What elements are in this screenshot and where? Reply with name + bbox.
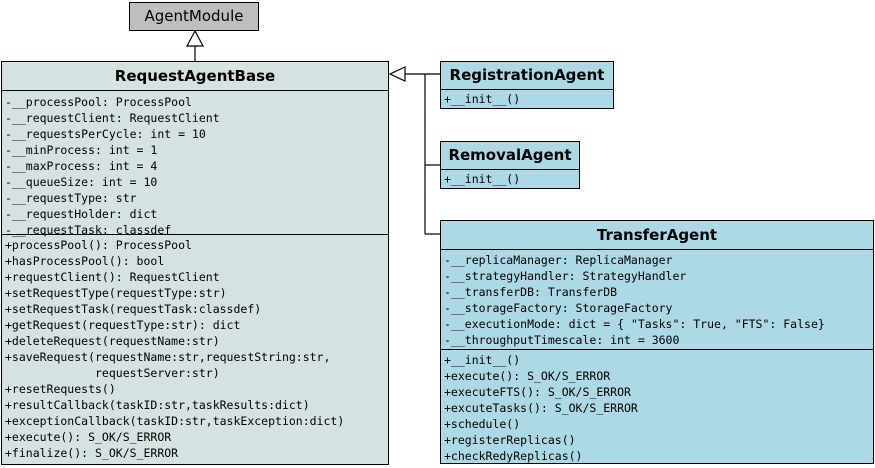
class-transfer-agent: TransferAgent -__replicaManager: Replica… xyxy=(440,220,874,464)
attribute-line: -__requestHolder: dict xyxy=(5,207,158,221)
class-name-removal-agent: RemovalAgent xyxy=(448,146,572,164)
attribute-line: -__requestType: str xyxy=(5,191,137,205)
class-name-transfer-agent: TransferAgent xyxy=(596,226,718,244)
methods-section: +__init__() xyxy=(441,169,579,187)
method-line: +setRequestTask(requestTask:classdef) xyxy=(5,302,262,316)
methods-section: +processPool(): ProcessPool +hasProcessP… xyxy=(2,234,388,461)
method-line: +processPool(): ProcessPool xyxy=(5,238,192,252)
attribute-line: -__replicaManager: ReplicaManager xyxy=(444,253,673,267)
method-line: +executeFTS(): S_OK/S_ERROR xyxy=(444,385,631,399)
methods-section: +__init__() xyxy=(441,89,613,107)
attributes-section: -__replicaManager: ReplicaManager -__str… xyxy=(441,249,873,349)
attribute-line: -__processPool: ProcessPool xyxy=(5,95,192,109)
class-name-request-agent-base: RequestAgentBase xyxy=(114,67,276,85)
attribute-line: -__requestTask: classdef xyxy=(5,223,172,237)
attribute-line: -__strategyHandler: StrategyHandler xyxy=(444,269,687,283)
method-line: +resetRequests() xyxy=(5,382,116,396)
attribute-line: -__requestClient: RequestClient xyxy=(5,111,220,125)
class-registration-agent: RegistrationAgent +__init__() xyxy=(440,61,614,109)
method-line: +getRequest(requestType:str): dict xyxy=(5,318,241,332)
attributes-section: -__processPool: ProcessPool -__requestCl… xyxy=(2,90,388,237)
generalization-arrowhead-module xyxy=(186,29,204,47)
method-line: +resultCallback(taskID:str,taskResults:d… xyxy=(5,398,310,412)
attribute-line: -__maxProcess: int = 4 xyxy=(5,159,158,173)
attribute-line: -__transferDB: TransferDB xyxy=(444,285,618,299)
attribute-line: -__requestsPerCycle: int = 10 xyxy=(5,127,206,141)
class-request-agent-base: RequestAgentBase -__processPool: Process… xyxy=(1,61,389,465)
methods-section: +__init__() +execute(): S_OK/S_ERROR +ex… xyxy=(441,349,873,464)
generalization-arrowhead-base xyxy=(388,66,406,82)
class-name-agent-module: AgentModule xyxy=(144,7,244,25)
method-line: +__init__() xyxy=(444,172,521,186)
attribute-line: -__executionMode: dict = { "Tasks": True… xyxy=(444,317,825,331)
method-line: +schedule() xyxy=(444,417,521,431)
method-line: +finalize(): S_OK/S_ERROR xyxy=(5,446,179,460)
method-line: +saveRequest(requestName:str,requestStri… xyxy=(5,350,331,364)
method-line: +requestClient(): RequestClient xyxy=(5,270,220,284)
method-line: +deleteRequest(requestName:str) xyxy=(5,334,220,348)
method-line: +registerReplicas() xyxy=(444,433,576,447)
class-name-registration-agent: RegistrationAgent xyxy=(449,66,605,84)
method-line: +excuteTasks(): S_OK/S_ERROR xyxy=(444,401,638,415)
attribute-line: -__storageFactory: StorageFactory xyxy=(444,301,673,315)
method-line: +setRequestType(requestType:str) xyxy=(5,286,227,300)
class-removal-agent: RemovalAgent +__init__() xyxy=(440,141,580,189)
method-line: requestServer:str) xyxy=(5,366,220,380)
method-line: +checkRedyReplicas() xyxy=(444,449,583,463)
method-line: +hasProcessPool(): bool xyxy=(5,254,165,268)
attribute-line: -__queueSize: int = 10 xyxy=(5,175,158,189)
method-line: +execute(): S_OK/S_ERROR xyxy=(444,369,611,383)
class-agent-module: AgentModule xyxy=(129,2,259,31)
attribute-line: -__throughputTimescale: int = 3600 xyxy=(444,333,680,347)
method-line: +execute(): S_OK/S_ERROR xyxy=(5,430,172,444)
method-line: +__init__() xyxy=(444,353,521,367)
attribute-line: -__minProcess: int = 1 xyxy=(5,143,158,157)
method-line: +__init__() xyxy=(444,92,521,106)
method-line: +exceptionCallback(taskID:str,taskExcept… xyxy=(5,414,345,428)
